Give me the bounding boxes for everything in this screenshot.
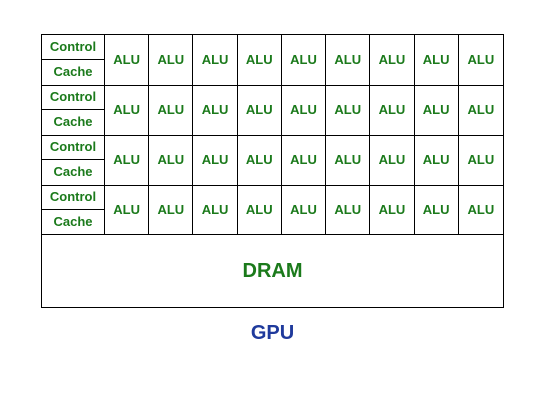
alu-unit: ALU <box>149 135 194 185</box>
alu-unit: ALU <box>193 185 238 235</box>
alu-unit: ALU <box>149 35 194 85</box>
alu-unit: ALU <box>193 135 238 185</box>
cache-unit: Cache <box>53 214 93 229</box>
alu-unit: ALU <box>105 35 150 85</box>
alu-unit: ALU <box>105 185 150 235</box>
alu-unit: ALU <box>326 85 371 135</box>
alu-unit: ALU <box>149 185 194 235</box>
alu-unit: ALU <box>415 85 459 135</box>
alu-unit: ALU <box>370 185 415 235</box>
row-divider <box>42 85 503 86</box>
alu-unit: ALU <box>238 135 282 185</box>
row-divider <box>42 135 503 136</box>
control-unit: Control <box>42 185 104 210</box>
control-unit: Control <box>42 35 104 60</box>
alu-unit: ALU <box>326 35 371 85</box>
cache-unit: Cache <box>53 164 93 179</box>
control-unit: Control <box>42 135 104 160</box>
row-divider <box>42 185 503 186</box>
alu-unit: ALU <box>149 85 194 135</box>
alu-unit: ALU <box>282 135 327 185</box>
alu-unit: ALU <box>415 185 459 235</box>
alu-unit: ALU <box>467 202 495 217</box>
alu-unit: ALU <box>105 85 150 135</box>
alu-unit: ALU <box>282 35 327 85</box>
cache-unit: Cache <box>53 114 93 129</box>
alu-unit: ALU <box>370 35 415 85</box>
alu-unit: ALU <box>326 185 371 235</box>
alu-unit: ALU <box>193 35 238 85</box>
alu-unit: ALU <box>415 35 459 85</box>
gpu-label: GPU <box>250 322 295 344</box>
alu-unit: ALU <box>282 185 327 235</box>
alu-unit: ALU <box>282 85 327 135</box>
alu-unit: ALU <box>370 135 415 185</box>
alu-unit: ALU <box>105 135 150 185</box>
alu-unit: ALU <box>415 135 459 185</box>
alu-unit: ALU <box>467 102 495 117</box>
alu-unit: ALU <box>326 135 371 185</box>
alu-unit: ALU <box>467 52 495 67</box>
cache-unit: Cache <box>53 64 93 79</box>
alu-unit: ALU <box>467 152 495 167</box>
control-unit: Control <box>42 85 104 110</box>
alu-unit: ALU <box>238 85 282 135</box>
alu-unit: ALU <box>370 85 415 135</box>
alu-unit: ALU <box>238 185 282 235</box>
dram-block: DRAM <box>42 234 503 307</box>
alu-unit: ALU <box>238 35 282 85</box>
alu-unit: ALU <box>193 85 238 135</box>
